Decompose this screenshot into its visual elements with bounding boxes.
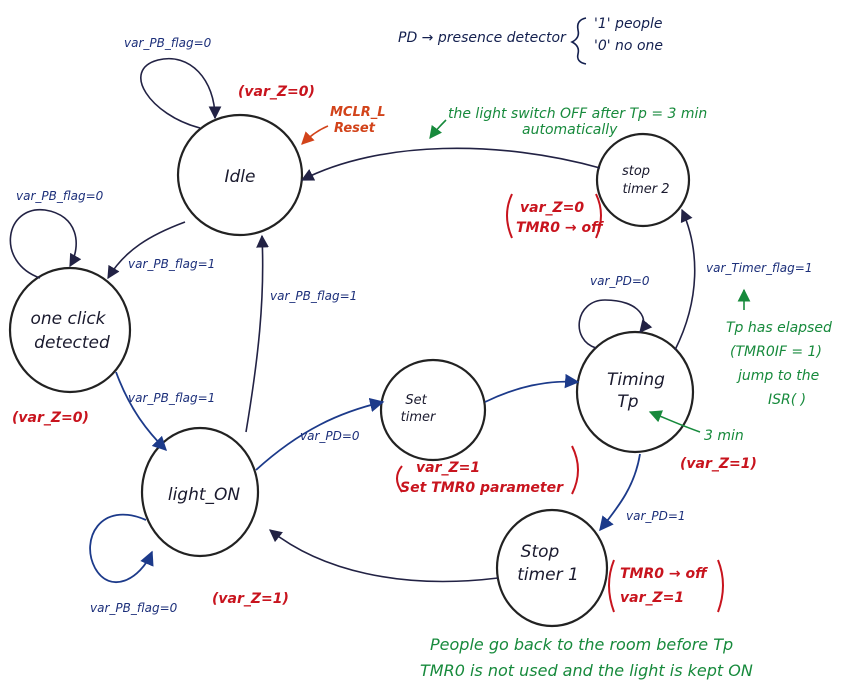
state-stop-timer-1-label-2: timer 1 bbox=[517, 565, 579, 585]
legend-zero-meaning: '0' no one bbox=[594, 38, 663, 54]
state-set-timer: Set timer bbox=[379, 358, 487, 462]
legend-one-meaning: '1' people bbox=[594, 16, 663, 32]
note-elapsed-line-4: ISR( ) bbox=[768, 392, 806, 408]
state-set-timer-label-1: Set bbox=[405, 393, 427, 408]
note-elapsed-line-3: jump to the bbox=[736, 368, 819, 384]
edge-light-to-idle-label: var_PB_flag=1 bbox=[270, 289, 357, 303]
edge-one-click-self-label: var_PB_flag=0 bbox=[16, 189, 104, 203]
edge-set-timer-to-timing bbox=[484, 373, 580, 403]
edge-stop1-to-light bbox=[269, 529, 499, 583]
edge-light-to-idle bbox=[245, 234, 269, 433]
output-timing: (var_Z=1) bbox=[680, 456, 757, 472]
state-one-click-label-1: one click bbox=[30, 309, 106, 329]
output-stop1-bracket-left bbox=[608, 559, 615, 613]
state-idle-label: Idle bbox=[225, 167, 256, 187]
state-timing-label-1: Timing bbox=[607, 370, 665, 390]
note-three-min-arrow bbox=[648, 410, 701, 433]
note-reset-line-2: Reset bbox=[334, 121, 376, 136]
edge-timing-to-stop1 bbox=[599, 453, 641, 532]
note-auto-off-line-2: automatically bbox=[522, 122, 618, 138]
output-stop2-bracket-left bbox=[506, 193, 513, 239]
state-stop-timer-2-circle bbox=[595, 132, 691, 228]
output-idle: (var_Z=0) bbox=[238, 84, 315, 100]
state-stop-timer-1-circle bbox=[495, 508, 609, 628]
output-stop-timer-1: TMR0 → off var_Z=1 bbox=[608, 559, 724, 613]
note-people-back-line-2: TMR0 is not used and the light is kept O… bbox=[420, 661, 753, 680]
output-set-timer-line-1: var_Z=1 bbox=[416, 460, 480, 476]
legend-pd-definition: PD → presence detector bbox=[398, 30, 567, 46]
note-auto-off-arrow bbox=[429, 119, 447, 140]
edge-one-click-self bbox=[9, 209, 82, 279]
note-elapsed-line-2: (TMR0IF = 1) bbox=[730, 344, 822, 360]
state-light-on-label: light_ON bbox=[168, 485, 241, 505]
legend: PD → presence detector '1' people '0' no… bbox=[398, 16, 663, 65]
edge-idle-to-one-click-label: var_PB_flag=1 bbox=[128, 257, 215, 271]
edge-stop2-to-idle bbox=[300, 147, 601, 181]
edge-one-click-to-light bbox=[115, 371, 168, 452]
legend-brace bbox=[570, 17, 587, 65]
output-set-timer-line-2: Set TMR0 parameter bbox=[400, 480, 564, 496]
output-stop2-line-2: TMR0 → off bbox=[516, 220, 604, 236]
edge-light-to-set-timer-label: var_PD=0 bbox=[300, 429, 360, 443]
state-stop-timer-1-label-1: Stop bbox=[521, 542, 560, 562]
output-stop-timer-2: var_Z=0 TMR0 → off bbox=[506, 193, 604, 239]
note-auto-off: the light switch OFF after Tp = 3 min au… bbox=[429, 106, 707, 140]
state-stop-timer-2-label-2: timer 2 bbox=[622, 182, 669, 197]
state-stop-timer-2-label-1: stop bbox=[622, 164, 650, 179]
note-elapsed-line-1: Tp has elapsed bbox=[726, 320, 832, 336]
edge-light-self-label: var_PB_flag=0 bbox=[90, 601, 178, 615]
state-one-click-circle bbox=[8, 266, 132, 394]
note-reset-arrow bbox=[301, 125, 329, 145]
edge-timing-to-stop1-label: var_PD=1 bbox=[626, 509, 686, 523]
state-stop-timer-2: stop timer 2 bbox=[595, 132, 691, 228]
output-stop1-bracket-right bbox=[717, 559, 724, 613]
edge-light-to-set-timer bbox=[255, 397, 385, 471]
state-idle: Idle bbox=[176, 113, 304, 237]
edge-idle-self-label: var_PB_flag=0 bbox=[124, 36, 212, 50]
note-elapsed: Tp has elapsed (TMR0IF = 1) jump to the … bbox=[726, 288, 832, 408]
edge-timing-self-label: var_PD=0 bbox=[590, 274, 650, 288]
state-timing-label-2: Tp bbox=[617, 392, 638, 412]
edge-one-click-to-light-label: var_PB_flag=1 bbox=[128, 391, 215, 405]
state-timing: Timing Tp bbox=[575, 330, 695, 454]
state-one-click: one click detected bbox=[8, 266, 132, 394]
state-set-timer-label-2: timer bbox=[401, 410, 437, 425]
note-people-back: People go back to the room before Tp TMR… bbox=[420, 635, 753, 680]
edge-idle-self bbox=[140, 57, 222, 129]
edge-timing-to-stop2 bbox=[674, 208, 696, 351]
output-light-on: (var_Z=1) bbox=[212, 591, 289, 607]
state-light-on: light_ON bbox=[140, 426, 260, 558]
output-set-timer: var_Z=1 Set TMR0 parameter bbox=[396, 445, 579, 496]
edge-idle-to-one-click bbox=[107, 221, 186, 280]
state-one-click-label-2: detected bbox=[34, 333, 110, 353]
output-one-click: (var_Z=0) bbox=[12, 410, 89, 426]
state-stop-timer-1: Stop timer 1 bbox=[495, 508, 609, 628]
state-light-on-circle bbox=[140, 426, 260, 558]
output-set-timer-bracket-right bbox=[571, 445, 579, 495]
note-auto-off-line-1: the light switch OFF after Tp = 3 min bbox=[448, 106, 707, 122]
output-stop2-bracket-right bbox=[595, 193, 602, 239]
output-stop1-line-2: var_Z=1 bbox=[620, 590, 684, 606]
edge-timing-to-stop2-label: var_Timer_flag=1 bbox=[706, 261, 812, 275]
note-reset: MCLR_L Reset bbox=[301, 105, 386, 145]
edge-timing-self bbox=[578, 299, 653, 349]
state-timing-circle bbox=[575, 330, 695, 454]
note-people-back-line-1: People go back to the room before Tp bbox=[430, 635, 733, 654]
output-set-timer-bracket-left bbox=[396, 465, 403, 493]
edge-light-self bbox=[89, 513, 154, 583]
note-three-min: 3 min bbox=[648, 410, 744, 444]
note-reset-line-1: MCLR_L bbox=[330, 105, 386, 120]
output-stop2-line-1: var_Z=0 bbox=[520, 200, 584, 216]
output-stop1-line-1: TMR0 → off bbox=[620, 566, 708, 582]
note-three-min-label: 3 min bbox=[704, 428, 744, 444]
